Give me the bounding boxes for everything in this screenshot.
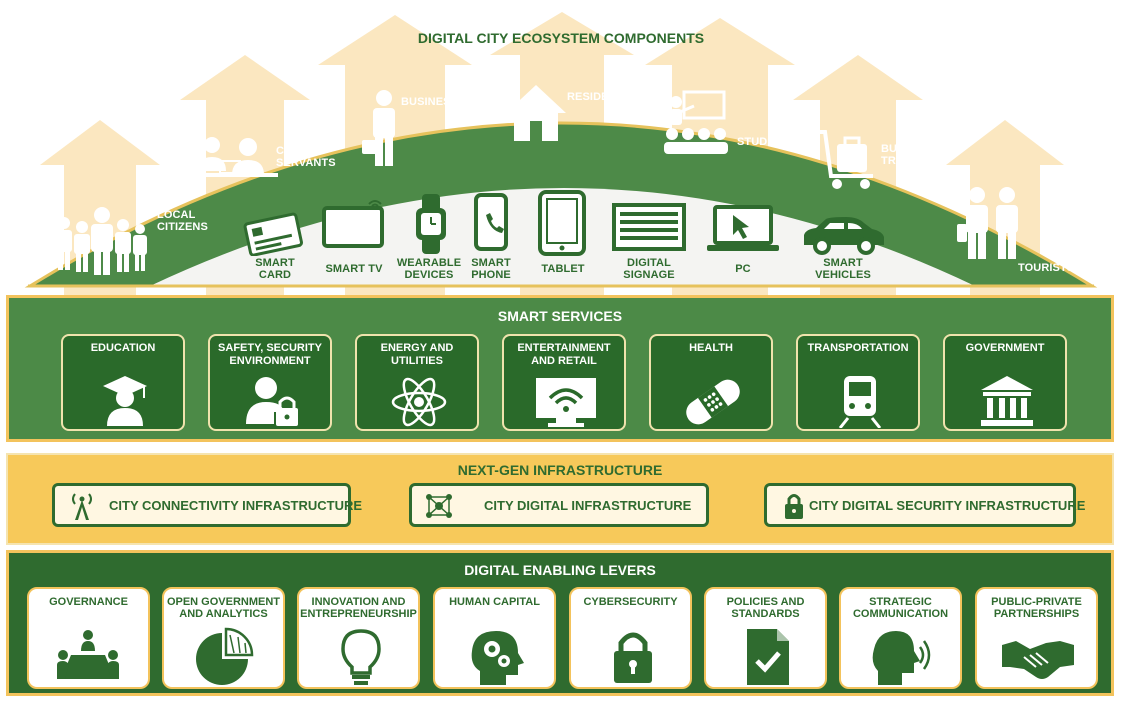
smart-tv-icon: [322, 200, 384, 248]
next-gen-infrastructure-band: NEXT-GEN INFRASTRUCTURE CITY CONNECTIVIT…: [6, 453, 1114, 545]
lever-human-capital: HUMAN CAPITAL: [433, 587, 556, 689]
lever-label: PUBLIC-PRIVATE PARTNERSHIPS: [991, 596, 1082, 620]
stakeholder-label-residents: RESIDENTS: [567, 91, 631, 103]
laptop-icon: [707, 205, 779, 251]
lever-open-government-and-analytics: OPEN GOVERNMENT AND ANALYTICS: [162, 587, 285, 689]
lever-label: STRATEGIC COMMUNICATION: [852, 596, 949, 620]
infra-city-connectivity: CITY CONNECTIVITY INFRASTRUCTURE: [52, 483, 362, 527]
infra-city-digital-security: CITY DIGITAL SECURITY INFRASTRUCTURE: [764, 483, 1085, 527]
service-education: EDUCATION: [61, 334, 185, 431]
service-transportation: TRANSPORTATION: [796, 334, 920, 431]
speaking-head-icon: [872, 631, 931, 685]
service-label: ENERGY AND UTILITIES: [380, 342, 454, 367]
service-energy-and-utilities: ENERGY AND UTILITIES: [355, 334, 479, 431]
lever-strategic-communication: STRATEGIC COMMUNICATION: [839, 587, 962, 689]
car-icon: [804, 217, 884, 255]
lever-label: POLICIES AND STANDARDS: [726, 596, 805, 620]
lever-label: INNOVATION AND ENTREPRENEURSHIP: [300, 596, 417, 620]
service-label: SAFETY, SECURITY ENVIRONMENT: [218, 342, 322, 367]
padlock-icon: [614, 632, 652, 683]
lever-public-private-partnerships: PUBLIC-PRIVATE PARTNERSHIPS: [975, 587, 1098, 689]
pie-chart-icon: [196, 627, 254, 685]
device-label-tablet: TABLET: [541, 263, 585, 275]
lever-label: CYBERSECURITY: [583, 596, 678, 608]
device-label-digital-signage: DIGITAL SIGNAGE: [623, 257, 675, 281]
service-safety-security-environment: SAFETY, SECURITY ENVIRONMENT: [208, 334, 332, 431]
graduate-icon: [103, 376, 147, 426]
lever-governance: GOVERNANCE: [27, 587, 150, 689]
bandage-icon: [686, 379, 740, 425]
house-icon: [506, 85, 566, 141]
infra-label: CITY CONNECTIVITY INFRASTRUCTURE: [109, 498, 363, 513]
service-label: ENTERTAINMENT AND RETAIL: [517, 342, 611, 367]
service-entertainment-and-retail: ENTERTAINMENT AND RETAIL: [502, 334, 626, 431]
levers-title: DIGITAL ENABLING LEVERS: [464, 562, 656, 578]
crowd-icon: [56, 207, 147, 275]
service-label: TRANSPORTATION: [807, 342, 909, 354]
lever-label: GOVERNANCE: [49, 596, 128, 608]
lightbulb-icon: [341, 629, 381, 685]
stakeholder-label-civil-servants: CIVIL SERVANTS: [276, 145, 336, 169]
digital-signage-icon: [612, 203, 686, 251]
classroom-icon: [664, 90, 728, 154]
network-icon: [426, 494, 452, 518]
head-gears-icon: [471, 631, 524, 685]
stakeholder-label-local-citizens: LOCAL CITIZENS: [157, 209, 208, 233]
atom-icon: [391, 377, 447, 427]
tablet-icon: [538, 190, 586, 256]
luggage-cart-icon: [817, 130, 873, 189]
service-label: GOVERNMENT: [965, 342, 1045, 354]
service-label: HEALTH: [689, 342, 733, 354]
infra-label: CITY DIGITAL INFRASTRUCTURE: [484, 498, 692, 513]
civil-servants-icon: [190, 137, 278, 177]
lever-innovation-and-entrepreneurship: INNOVATION AND ENTREPRENEURSHIP: [297, 587, 420, 689]
device-label-smart-phone: SMART PHONE: [471, 257, 511, 281]
device-label-pc: PC: [735, 263, 751, 275]
stakeholder-label-tourists: TOURISTS: [1018, 262, 1075, 274]
train-icon: [838, 376, 882, 428]
handshake-icon: [1002, 641, 1074, 679]
smartphone-icon: [474, 193, 508, 251]
service-government: GOVERNMENT: [943, 334, 1067, 431]
meeting-table-icon: [57, 630, 119, 679]
lever-policies-and-standards: POLICIES AND STANDARDS: [704, 587, 827, 689]
lever-label: OPEN GOVERNMENT AND ANALYTICS: [166, 596, 281, 620]
service-health: HEALTH: [649, 334, 773, 431]
infra-label: CITY DIGITAL SECURITY INFRASTRUCTURE: [809, 498, 1086, 513]
digital-enabling-levers-band: DIGITAL ENABLING LEVERS GOVERNANCE OPEN …: [6, 550, 1114, 696]
device-label-smart-card: SMART CARD: [255, 257, 295, 281]
infra-city-digital: CITY DIGITAL INFRASTRUCTURE: [409, 483, 709, 527]
smartwatch-icon: [416, 194, 446, 254]
businessman-icon: [362, 90, 395, 166]
device-label-smart-tv: SMART TV: [325, 263, 383, 275]
service-label: EDUCATION: [90, 342, 156, 354]
government-building-icon: [981, 376, 1033, 426]
padlock-icon: [785, 494, 803, 519]
tourists-icon: [957, 187, 1018, 259]
stakeholder-label-businesses: BUSINESSES: [401, 96, 473, 108]
document-check-icon: [747, 629, 789, 685]
wifi-monitor-icon: [536, 378, 596, 427]
antenna-tower-icon: [72, 493, 92, 520]
lever-cybersecurity: CYBERSECURITY: [569, 587, 692, 689]
smart-services-title: SMART SERVICES: [497, 308, 623, 324]
device-label-smart-vehicles: SMART VEHICLES: [815, 257, 871, 281]
stakeholder-label-business-travelers: BUSINESS TRAVELERS: [881, 143, 948, 167]
device-label-wearable-devices: WEARABLE DEVICES: [396, 257, 462, 281]
lever-label: HUMAN CAPITAL: [449, 596, 540, 608]
page-title: DIGITAL CITY ECOSYSTEM COMPONENTS: [417, 30, 705, 46]
infrastructure-title: NEXT-GEN INFRASTRUCTURE: [457, 462, 663, 478]
smart-services-band: SMART SERVICES EDUCATION SAFETY, SECURIT…: [6, 295, 1114, 442]
stakeholder-label-students: STUDENTS: [737, 136, 798, 148]
smart-card-icon: [243, 212, 303, 256]
user-lock-icon: [246, 377, 298, 426]
